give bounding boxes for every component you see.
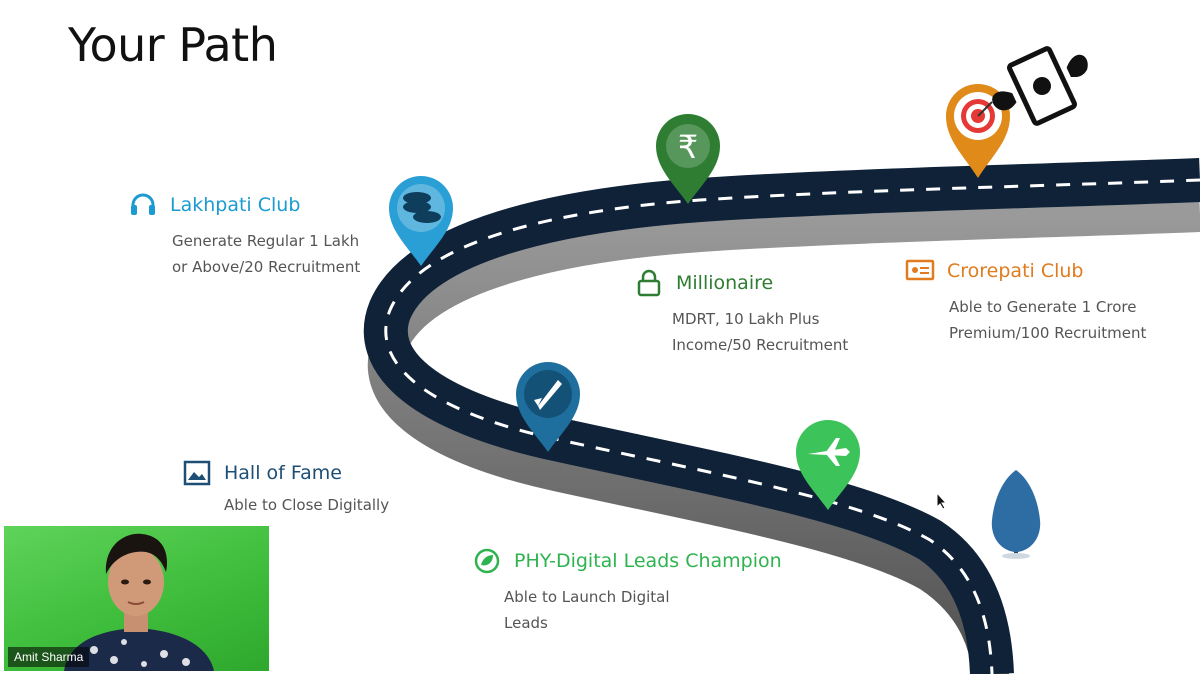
lock-icon xyxy=(634,268,664,298)
picture-icon xyxy=(182,458,212,488)
target-icon xyxy=(961,99,995,133)
milestone-title: Crorepati Club xyxy=(947,260,1084,282)
milestone-desc-line: Able to Launch Digital xyxy=(504,584,782,610)
rupee-icon: ₹ xyxy=(678,128,698,166)
milestone-hall-of-fame: Hall of Fame Able to Close Digitally xyxy=(182,458,389,518)
slide-title: Your Path xyxy=(68,18,277,72)
milestone-desc-line: Able to Close Digitally xyxy=(224,492,389,518)
milestone-phy-digital-leads-champion: PHY-Digital Leads Champion Able to Launc… xyxy=(472,546,782,636)
participant-video-tile[interactable]: Amit Sharma xyxy=(4,526,269,671)
milestone-desc-line: Able to Generate 1 Crore xyxy=(949,294,1146,320)
milestone-desc-line: Leads xyxy=(504,610,782,636)
milestone-desc-line: Premium/100 Recruitment xyxy=(949,320,1146,346)
leaf-icon xyxy=(472,546,502,576)
milestone-desc-line: MDRT, 10 Lakh Plus xyxy=(672,306,848,332)
mouse-cursor-icon xyxy=(936,492,948,510)
milestone-title: PHY-Digital Leads Champion xyxy=(514,550,782,572)
milestone-millionaire: Millionaire MDRT, 10 Lakh Plus Income/50… xyxy=(634,268,848,358)
milestone-title: Hall of Fame xyxy=(224,462,342,484)
milestone-desc-line: or Above/20 Recruitment xyxy=(172,254,360,280)
participant-name-label: Amit Sharma xyxy=(8,647,89,667)
presentation-icon xyxy=(905,256,935,286)
milestone-lakhpati-club: Lakhpati Club Generate Regular 1 Lakh or… xyxy=(128,190,360,280)
milestone-desc-line: Generate Regular 1 Lakh xyxy=(172,228,360,254)
headset-icon xyxy=(128,190,158,220)
milestone-title: Millionaire xyxy=(676,272,773,294)
milestone-desc-line: Income/50 Recruitment xyxy=(672,332,848,358)
tree-icon xyxy=(992,470,1040,559)
milestone-title: Lakhpati Club xyxy=(170,194,300,216)
milestone-crorepati-club: Crorepati Club Able to Generate 1 Crore … xyxy=(905,256,1146,346)
